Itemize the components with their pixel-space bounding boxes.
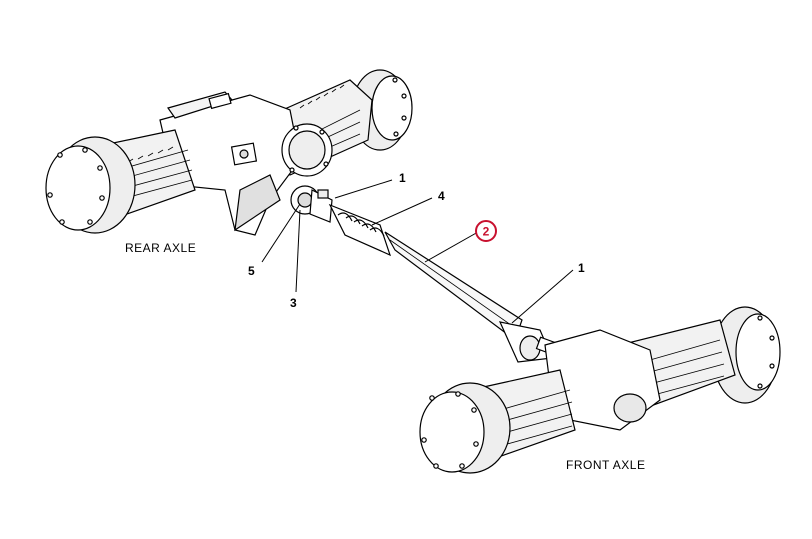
- callout-1-front[interactable]: 1: [578, 261, 585, 275]
- callout-5[interactable]: 5: [248, 264, 255, 278]
- rear-axle-bracket: [230, 142, 258, 166]
- leader-2: [424, 231, 479, 263]
- rear-axle: [45, 69, 413, 236]
- slip-joint-boot: [328, 203, 391, 257]
- front-axle: [419, 306, 781, 474]
- leader-5: [261, 203, 301, 263]
- callout-1-rear[interactable]: 1: [399, 171, 406, 185]
- callout-2-highlight[interactable]: 2: [475, 220, 497, 242]
- rear-axle-left-hub: [45, 136, 136, 234]
- callout-3[interactable]: 3: [290, 296, 297, 310]
- front-axle-right-hub: [712, 306, 781, 404]
- leader-4: [371, 197, 433, 226]
- leader-3: [295, 209, 301, 293]
- leader-lines: [261, 179, 574, 324]
- rear-axle-label: REAR AXLE: [125, 241, 196, 255]
- callout-2[interactable]: 2: [483, 225, 490, 239]
- rear-axle-flange-port: [281, 123, 333, 177]
- front-axle-left-hub: [419, 382, 511, 474]
- front-u-joint: [498, 321, 559, 363]
- callout-4[interactable]: 4: [438, 189, 445, 203]
- driveshaft-assembly: [290, 185, 559, 363]
- leader-1-front: [511, 269, 574, 324]
- leader-1-rear: [334, 179, 393, 199]
- front-axle-label: FRONT AXLE: [566, 458, 645, 472]
